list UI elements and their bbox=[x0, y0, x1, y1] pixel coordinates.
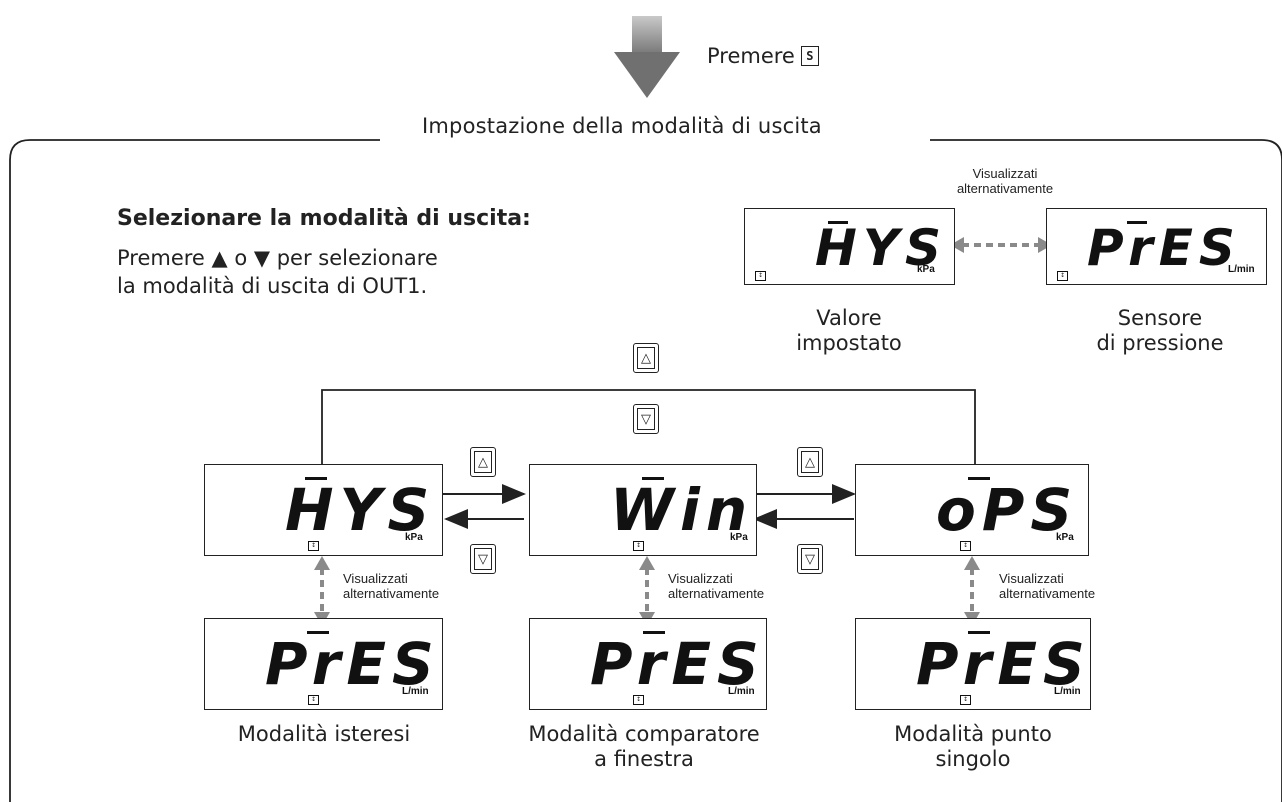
out1-icon: ↕ bbox=[960, 541, 971, 551]
display-unit: kPa bbox=[730, 532, 748, 543]
mode-hysteresis-caption: Modalità isteresi bbox=[199, 722, 449, 747]
out1-icon: ↕ bbox=[308, 541, 319, 551]
mode-single-point-note: Visualizzati alternativamente bbox=[999, 571, 1095, 601]
mode-single-point-display: oPS kPa ↕ bbox=[855, 464, 1089, 556]
display-indicator-bar bbox=[1127, 221, 1147, 224]
press-label: Premere bbox=[707, 44, 795, 68]
legend-pressure-caption: Sensore di pressione bbox=[1075, 306, 1245, 356]
display-unit: L/min bbox=[1228, 264, 1255, 275]
mode-window-note: Visualizzati alternativamente bbox=[668, 571, 764, 601]
mode-single-point-caption: Modalità punto singolo bbox=[855, 722, 1091, 772]
out1-icon: ↕ bbox=[308, 695, 319, 705]
down-button[interactable]: ▽ bbox=[470, 544, 496, 574]
legend-pressure-display: PrES L/min ↕ bbox=[1046, 208, 1267, 285]
up-button[interactable]: △ bbox=[797, 447, 823, 477]
section-title: Impostazione della modalità di uscita bbox=[410, 114, 834, 138]
display-unit: L/min bbox=[1054, 686, 1081, 697]
instructions-title: Selezionare la modalità di uscita: bbox=[117, 206, 531, 231]
legend-note: Visualizzati alternativamente bbox=[930, 166, 1080, 196]
s-key-icon: S bbox=[800, 46, 819, 66]
display-text: HYS bbox=[815, 219, 948, 277]
display-text: PrES bbox=[1087, 219, 1241, 277]
display-text: PrES bbox=[265, 630, 440, 698]
display-indicator-bar bbox=[642, 477, 664, 480]
mode-single-point-pressure-display: PrES L/min ↕ bbox=[855, 618, 1091, 710]
display-text: PrES bbox=[590, 630, 765, 698]
caption-line-1: Sensore bbox=[1117, 306, 1203, 330]
display-unit: kPa bbox=[917, 264, 935, 275]
mode-window-pressure-display: PrES L/min ↕ bbox=[529, 618, 767, 710]
up-button[interactable]: △ bbox=[470, 447, 496, 477]
mode-hysteresis-pressure-display: PrES L/min ↕ bbox=[204, 618, 443, 710]
instructions-line-1: Premere ▲ o ▼ per selezionare bbox=[117, 246, 438, 270]
display-text: HYS bbox=[285, 476, 436, 544]
display-unit: kPa bbox=[405, 532, 423, 543]
display-indicator-bar bbox=[643, 631, 665, 634]
mode-window-display: Win kPa ↕ bbox=[529, 464, 757, 556]
caption-line-2: a finestra bbox=[594, 747, 694, 771]
down-arrow-icon bbox=[614, 16, 680, 98]
display-indicator-bar bbox=[828, 221, 848, 224]
down-triangle-icon: ▽ bbox=[805, 551, 815, 567]
display-text: oPS bbox=[936, 476, 1079, 544]
legend-note-line-2: alternativamente bbox=[956, 181, 1054, 196]
instructions-line-2: la modalità di uscita di OUT1. bbox=[117, 274, 428, 298]
press-s-instruction: Premere S bbox=[707, 44, 819, 68]
note-line-1: Visualizzati bbox=[668, 571, 733, 586]
mode-window-caption: Modalità comparatore a finestra bbox=[494, 722, 794, 772]
up-triangle-icon: △ bbox=[641, 350, 651, 366]
note-line-2: alternativamente bbox=[999, 586, 1096, 601]
out1-icon: ↕ bbox=[633, 695, 644, 705]
legend-setvalue-display: HYS kPa ↕ bbox=[744, 208, 955, 285]
mode-hysteresis-note: Visualizzati alternativamente bbox=[343, 571, 439, 601]
display-unit: L/min bbox=[402, 686, 429, 697]
caption-line-2: impostato bbox=[796, 331, 902, 355]
mode-hysteresis-display: HYS kPa ↕ bbox=[204, 464, 443, 556]
up-button[interactable]: △ bbox=[633, 343, 659, 373]
note-line-1: Visualizzati bbox=[343, 571, 408, 586]
display-text: PrES bbox=[916, 630, 1091, 698]
caption-line-1: Modalità comparatore bbox=[528, 722, 760, 746]
down-triangle-icon: ▽ bbox=[641, 411, 651, 427]
caption-line-1: Modalità isteresi bbox=[237, 722, 411, 746]
note-line-2: alternativamente bbox=[668, 586, 765, 601]
display-indicator-bar bbox=[305, 477, 327, 480]
out1-icon: ↕ bbox=[1057, 271, 1068, 281]
up-triangle-icon: △ bbox=[478, 454, 488, 470]
up-triangle-icon: △ bbox=[805, 454, 815, 470]
out1-icon: ↕ bbox=[633, 541, 644, 551]
display-text: Win bbox=[610, 476, 754, 544]
display-indicator-bar bbox=[307, 631, 329, 634]
note-line-1: Visualizzati bbox=[999, 571, 1064, 586]
out1-icon: ↕ bbox=[755, 271, 766, 281]
caption-line-1: Valore bbox=[816, 306, 882, 330]
caption-line-2: singolo bbox=[935, 747, 1011, 771]
caption-line-1: Modalità punto bbox=[894, 722, 1052, 746]
cycle-loop-line bbox=[321, 389, 976, 464]
legend-setvalue-caption: Valore impostato bbox=[774, 306, 924, 356]
display-unit: L/min bbox=[728, 686, 755, 697]
down-button[interactable]: ▽ bbox=[797, 544, 823, 574]
out1-icon: ↕ bbox=[960, 695, 971, 705]
display-unit: kPa bbox=[1056, 532, 1074, 543]
down-triangle-icon: ▽ bbox=[478, 551, 488, 567]
down-button[interactable]: ▽ bbox=[633, 404, 659, 434]
display-indicator-bar bbox=[968, 631, 990, 634]
note-line-2: alternativamente bbox=[343, 586, 440, 601]
legend-note-line-1: Visualizzati bbox=[972, 166, 1038, 181]
display-indicator-bar bbox=[968, 477, 990, 480]
caption-line-2: di pressione bbox=[1096, 331, 1224, 355]
